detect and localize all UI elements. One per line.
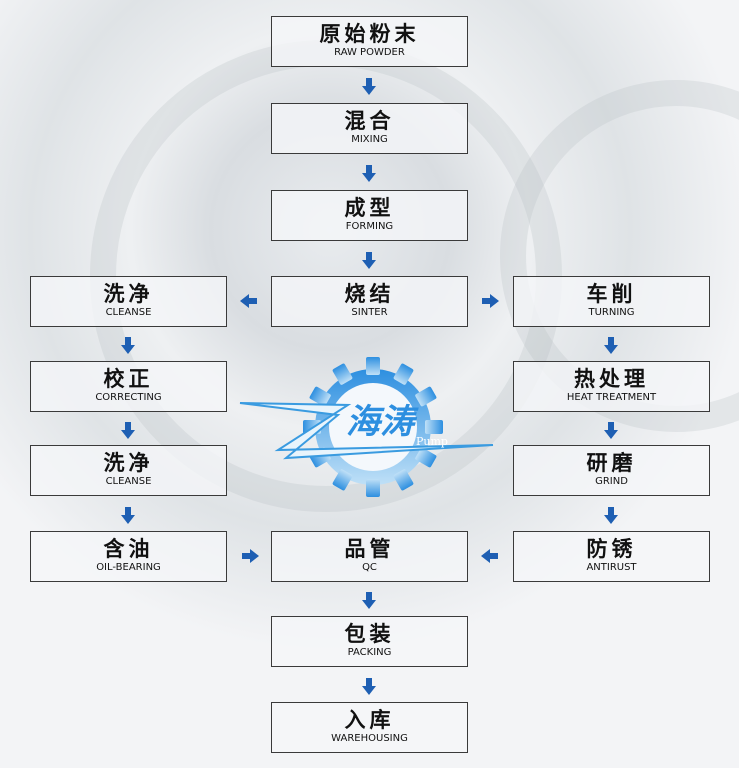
arrow-down-icon: [604, 337, 618, 354]
step-subtitle: PACKING: [347, 647, 392, 658]
step-title: 入库: [344, 708, 395, 732]
arrow-down-icon: [362, 78, 376, 95]
arrow-down-icon: [362, 678, 376, 695]
step-title: 研磨: [586, 451, 637, 475]
step-subtitle: FORMING: [345, 221, 394, 232]
arrow-left-icon: [240, 294, 257, 308]
arrow-down-icon: [121, 422, 135, 439]
step-subtitle: ANTIRUST: [586, 562, 637, 573]
step-title: 校正: [103, 367, 154, 391]
step-subtitle: HEAT TREATMENT: [566, 392, 657, 403]
step-title: 防锈: [586, 537, 637, 561]
arrow-left-icon: [481, 549, 498, 563]
arrow-down-icon: [362, 165, 376, 182]
step-title: 包装: [344, 622, 395, 646]
step-subtitle: CLEANSE: [105, 307, 152, 318]
step-title: 车削: [586, 282, 637, 306]
step-subtitle: CORRECTING: [95, 392, 162, 403]
arrow-down-icon: [362, 252, 376, 269]
arrow-right-icon: [242, 549, 259, 563]
step-title: 成型: [344, 196, 395, 220]
step-title: 含油: [103, 537, 154, 561]
step-title: 品管: [344, 537, 395, 561]
step-subtitle: GRIND: [595, 476, 628, 487]
arrow-down-icon: [121, 507, 135, 524]
step-subtitle: QC: [362, 562, 377, 573]
arrow-down-icon: [604, 422, 618, 439]
arrow-down-icon: [362, 592, 376, 609]
svg-text:Pump: Pump: [416, 435, 448, 448]
arrow-right-icon: [482, 294, 499, 308]
step-subtitle: SINTER: [351, 307, 388, 318]
arrow-down-icon: [604, 507, 618, 524]
svg-text:海涛: 海涛: [346, 402, 419, 442]
arrow-down-icon: [121, 337, 135, 354]
step-title: 洗净: [103, 282, 154, 306]
step-subtitle: CLEANSE: [105, 476, 152, 487]
step-title: 原始粉末: [319, 22, 420, 46]
step-subtitle: OIL-BEARING: [96, 562, 161, 573]
step-subtitle: MIXING: [351, 134, 388, 145]
step-subtitle: TURNING: [588, 307, 635, 318]
step-subtitle: RAW POWDER: [334, 47, 405, 58]
haitao-pump-logo: 海涛 Pump: [239, 357, 494, 497]
step-title: 热处理: [574, 367, 649, 391]
step-title: 混合: [344, 109, 395, 133]
step-title: 烧结: [344, 282, 395, 306]
step-title: 洗净: [103, 451, 154, 475]
step-subtitle: WAREHOUSING: [331, 733, 408, 744]
